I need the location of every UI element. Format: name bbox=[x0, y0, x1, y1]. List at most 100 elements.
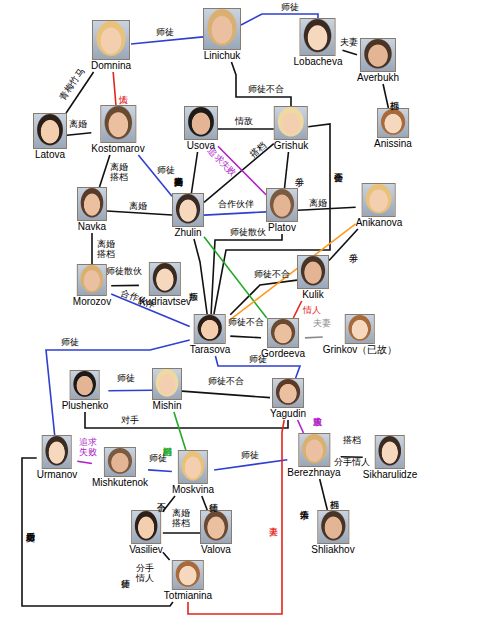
relation-label: 离婚 bbox=[129, 201, 147, 211]
relation-label: 离婚搭档 bbox=[96, 239, 116, 259]
relation-label: 离婚搭档 bbox=[109, 162, 129, 182]
relation-line bbox=[107, 211, 172, 215]
relation-line bbox=[194, 239, 207, 314]
person-name: Gordeeva bbox=[261, 348, 305, 360]
person-node: Mishkutenok bbox=[92, 447, 148, 489]
person-name: Berezhnaya bbox=[287, 467, 340, 479]
relation-line bbox=[77, 461, 92, 463]
person-name: Lobacheva bbox=[294, 56, 343, 68]
relation-label: 搭档 bbox=[248, 140, 268, 159]
relation-label: 合作伙伴 bbox=[218, 199, 254, 209]
relation-label: 离婚搭档 bbox=[171, 508, 191, 528]
person-name: Anikanova bbox=[356, 217, 403, 229]
person-name: Platov bbox=[268, 222, 296, 234]
portrait-photo bbox=[100, 105, 136, 143]
relation-note: 分手情人 bbox=[334, 457, 370, 467]
relation-line bbox=[305, 336, 323, 339]
portrait-photo bbox=[172, 560, 204, 590]
person-name: Grinkov（已故） bbox=[323, 344, 397, 356]
person-node: Usova bbox=[184, 106, 218, 152]
person-name: Grishuk bbox=[274, 140, 308, 152]
relation-label: 师徒 bbox=[157, 165, 175, 175]
person-node: Kostomarov bbox=[91, 105, 144, 155]
portrait-photo bbox=[172, 193, 204, 227]
person-name: Sikharulidze bbox=[363, 469, 417, 481]
person-node: Navka bbox=[77, 187, 107, 233]
person-node: Averbukh bbox=[357, 38, 399, 84]
relation-line bbox=[285, 152, 289, 188]
person-name: Urmanov bbox=[37, 469, 78, 481]
portrait-photo bbox=[33, 113, 67, 149]
person-name: Kostomarov bbox=[91, 143, 144, 155]
relation-line bbox=[108, 389, 152, 391]
portrait-photo bbox=[317, 510, 349, 544]
relation-line bbox=[91, 233, 93, 264]
relation-label: 师徒 bbox=[281, 2, 299, 12]
relation-label: 离婚 bbox=[69, 119, 87, 129]
relation-line bbox=[214, 460, 287, 470]
person-node: Shliakhov bbox=[311, 510, 354, 556]
relation-label: 情人 bbox=[303, 305, 321, 315]
portrait-photo bbox=[362, 183, 396, 217]
person-name: Yagudin bbox=[270, 408, 306, 420]
person-name: Vasiliev bbox=[129, 544, 163, 556]
relation-line bbox=[230, 336, 261, 338]
relation-label: 师徒 bbox=[241, 450, 259, 460]
portrait-photo bbox=[298, 433, 330, 467]
portrait-photo bbox=[77, 187, 107, 221]
person-name: Valova bbox=[201, 544, 231, 556]
person-node: Anikanova bbox=[356, 183, 403, 229]
relation-label: 师徒不合 bbox=[208, 376, 244, 386]
person-node: Linichuk bbox=[203, 8, 241, 62]
relation-line bbox=[111, 285, 139, 287]
person-node: Latova bbox=[33, 113, 67, 161]
person-node: Yagudin bbox=[270, 378, 306, 420]
person-node: Berezhnaya bbox=[287, 433, 340, 479]
relation-label: 师徒 bbox=[149, 453, 167, 463]
portrait-photo bbox=[377, 108, 409, 138]
person-name: Mishkutenok bbox=[92, 477, 148, 489]
portrait-photo bbox=[184, 106, 218, 140]
relation-line bbox=[182, 391, 270, 398]
portrait-photo bbox=[70, 370, 100, 400]
person-node: Anissina bbox=[374, 108, 412, 150]
person-name: Navka bbox=[78, 221, 106, 233]
relation-line bbox=[204, 144, 274, 203]
person-node: Plushenko bbox=[62, 370, 109, 412]
portrait-photo bbox=[203, 8, 241, 50]
person-name: Plushenko bbox=[62, 400, 109, 412]
person-node: Totmianina bbox=[164, 560, 212, 602]
person-node: Platov bbox=[266, 188, 298, 234]
portrait-photo bbox=[42, 435, 72, 469]
person-node: Zhulin bbox=[172, 193, 204, 239]
relation-line bbox=[138, 155, 172, 196]
person-name: Totmianina bbox=[164, 590, 212, 602]
relation-label: 夫妻 bbox=[313, 318, 331, 328]
portrait-photo bbox=[345, 314, 375, 344]
relation-label: 师徒不合 bbox=[228, 317, 264, 327]
person-node: Gordeeva bbox=[261, 318, 305, 360]
person-node: Vasiliev bbox=[129, 510, 163, 556]
relation-line bbox=[46, 340, 190, 435]
portrait-photo bbox=[266, 188, 298, 222]
portrait-photo bbox=[267, 318, 299, 348]
relation-label: 师徒散伙 bbox=[230, 227, 266, 237]
relation-line bbox=[131, 37, 203, 44]
relation-label: 师徒 bbox=[117, 373, 135, 383]
relation-line bbox=[298, 420, 304, 433]
relation-label: 追求失败 bbox=[206, 146, 239, 179]
relation-line bbox=[230, 280, 297, 315]
relation-line bbox=[163, 552, 170, 560]
relation-label: 搭档 bbox=[343, 435, 361, 445]
portrait-photo bbox=[360, 38, 396, 72]
person-node: Grinkov（已故） bbox=[323, 314, 397, 356]
person-node: Tarasova bbox=[190, 314, 231, 356]
portrait-photo bbox=[104, 447, 136, 477]
portrait-photo bbox=[77, 264, 107, 296]
relation-label: 师徒 bbox=[249, 354, 267, 364]
relation-label: 追求失败 bbox=[78, 437, 98, 457]
relation-label: 师徒不合 bbox=[254, 269, 290, 279]
person-name: Tarasova bbox=[190, 344, 231, 356]
person-name: Anissina bbox=[374, 138, 412, 150]
